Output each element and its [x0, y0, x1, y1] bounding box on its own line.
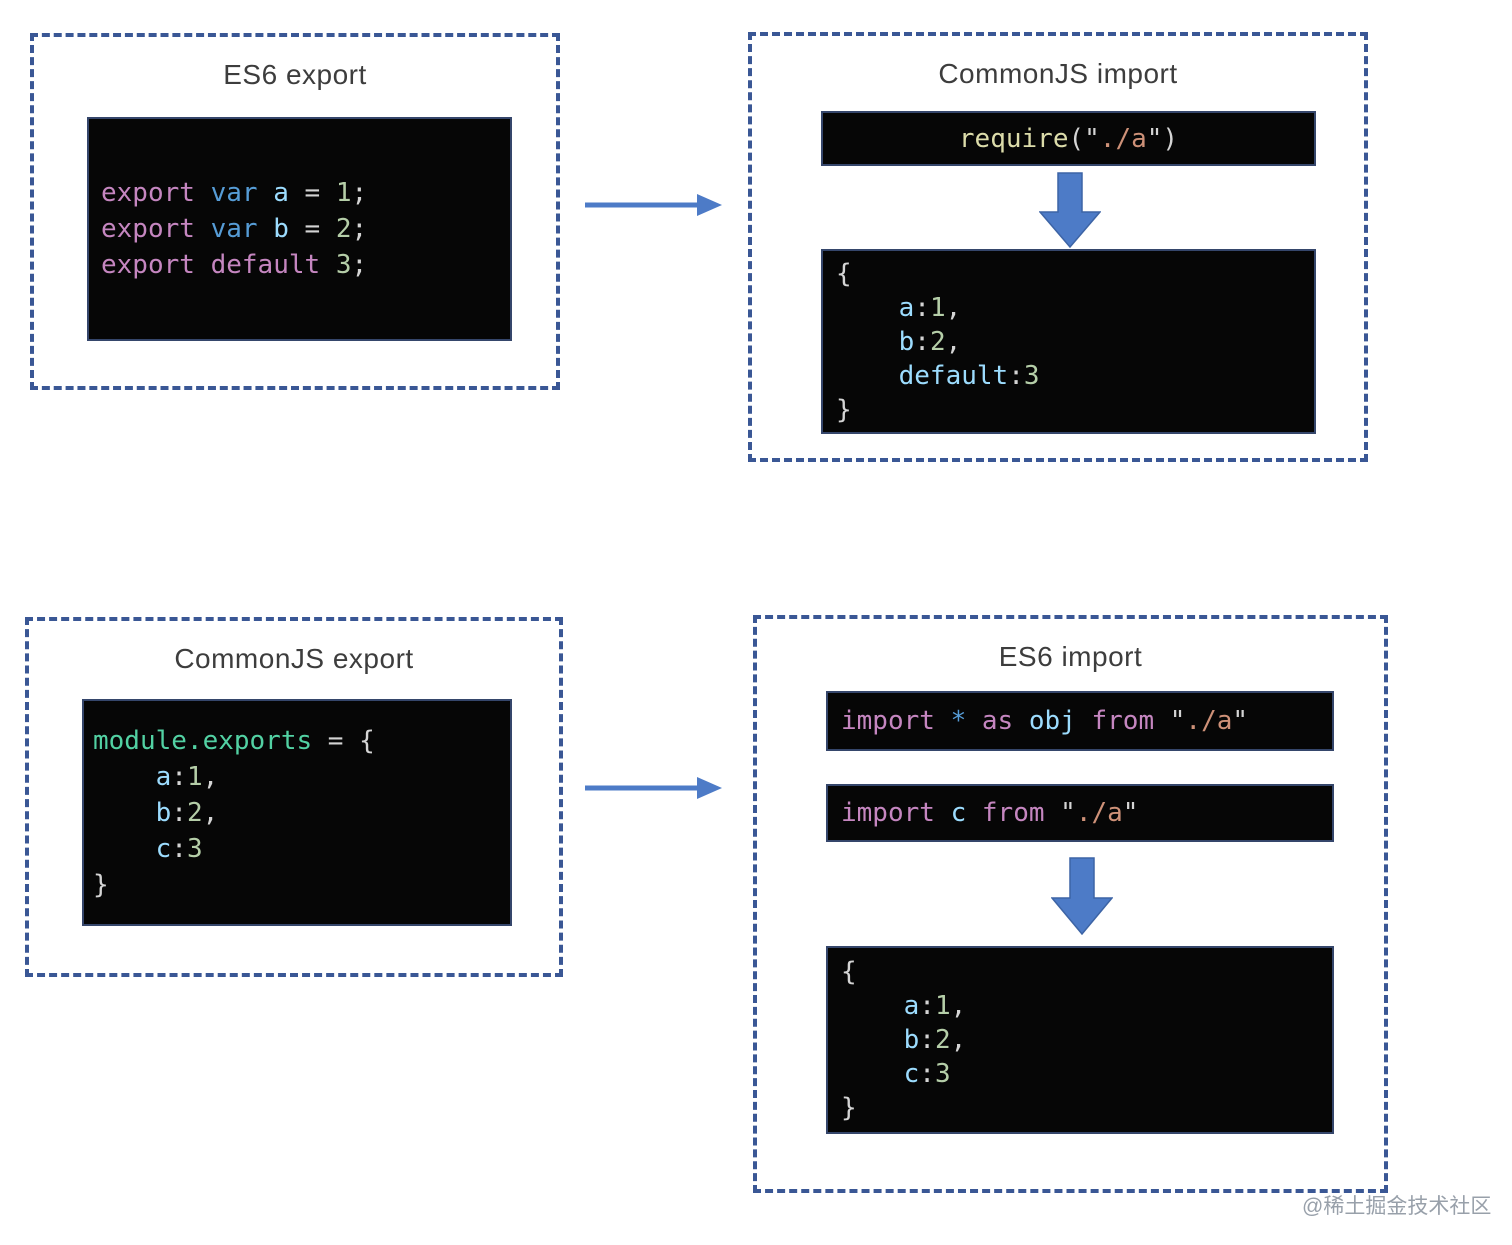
- es6-export-code-block: export var a = 1;export var b = 2;export…: [87, 117, 512, 341]
- import-default-code-block: import c from "./a": [826, 784, 1334, 842]
- panel-es6-import: ES6 import import * as obj from "./a" im…: [753, 615, 1388, 1193]
- panel-es6-export: ES6 export export var a = 1;export var b…: [30, 33, 560, 390]
- arrow-right-icon: [585, 194, 722, 216]
- panel-title-es6-export: ES6 export: [223, 59, 367, 90]
- panel-title-es6-import: ES6 import: [998, 641, 1143, 672]
- commonjs-export-code-block: module.exports = { a:1, b:2, c:3}: [82, 699, 512, 926]
- arrow-down-icon: [1039, 172, 1101, 248]
- panel-title-commonjs-export: CommonJS export: [174, 643, 414, 674]
- require-code-block: require("./a"): [821, 111, 1316, 166]
- import-star-code-block: import * as obj from "./a": [826, 691, 1334, 751]
- arrow-right-icon: [585, 777, 722, 799]
- panel-commonjs-export: CommonJS export module.exports = { a:1, …: [25, 617, 563, 977]
- panel-commonjs-import: CommonJS import require("./a") { a:1, b:…: [748, 32, 1368, 462]
- es6-import-result-code-block: { a:1, b:2, c:3}: [826, 946, 1334, 1134]
- require-result-code-block: { a:1, b:2, default:3}: [821, 249, 1316, 434]
- watermark: @稀土掘金技术社区: [1302, 1195, 1492, 1218]
- panel-title-commonjs-import: CommonJS import: [938, 58, 1178, 89]
- arrow-down-icon: [1051, 857, 1113, 935]
